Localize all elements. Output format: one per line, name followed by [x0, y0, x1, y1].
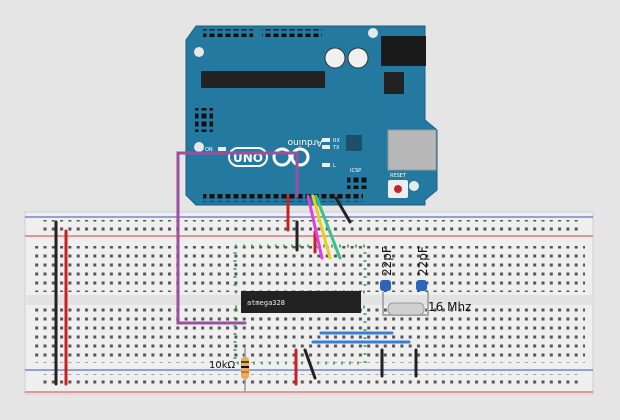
icsp-header-small	[195, 108, 213, 132]
wire-magenta[interactable]	[306, 194, 324, 260]
chip-label: atmega328	[247, 299, 285, 307]
arduino-uno-board: RX TX L ON UNO Arduino ICSP RESET	[185, 25, 438, 206]
wire-yellow[interactable]	[311, 194, 332, 260]
wire-black-chip-gnd[interactable]	[303, 348, 317, 380]
icsp-header	[347, 175, 367, 189]
bottom-rail-holes	[40, 374, 580, 388]
wires	[54, 151, 418, 386]
power-header	[262, 29, 322, 37]
tx-label: TX	[332, 145, 340, 151]
cap1-label: 22pF	[380, 246, 394, 276]
wire-green[interactable]	[314, 194, 342, 260]
crystal[interactable]: 16 Mhz	[382, 292, 471, 316]
atmega328-chip[interactable]: atmega328	[241, 291, 361, 313]
atmega-chip-socket	[201, 71, 325, 88]
led-rx	[322, 138, 330, 142]
arduino-brand: Arduino	[287, 137, 322, 147]
crystal-label: 16 Mhz	[428, 300, 471, 314]
wire-black-gnd[interactable]	[334, 196, 352, 224]
resistor-10k[interactable]: 10kΩ	[209, 348, 249, 392]
capacitor-right	[347, 47, 369, 69]
usb-chip	[346, 135, 362, 151]
l-label: L	[333, 163, 336, 169]
resistor-label: 10kΩ	[209, 360, 236, 371]
capacitor-left	[324, 47, 346, 69]
reset-button-cap[interactable]	[394, 185, 402, 193]
icsp-label: ICSP	[350, 168, 361, 174]
usb-port	[387, 129, 437, 171]
on-label: ON	[205, 147, 213, 153]
led-on	[218, 147, 226, 151]
reset-label: RESET	[390, 173, 407, 179]
rx-label: RX	[333, 138, 340, 144]
capacitor-1[interactable]: 22pF	[380, 246, 394, 291]
power-jack	[381, 36, 426, 66]
top-rail-holes	[40, 220, 580, 234]
infinity-logo-right	[290, 147, 310, 167]
cap2-label: 22pF	[416, 246, 430, 276]
uno-logo-frame	[228, 147, 268, 167]
top-terminal-holes	[35, 246, 585, 292]
infinity-logo-left	[272, 147, 292, 167]
bottom-terminal-holes	[35, 307, 585, 363]
wire-purple-reset[interactable]	[176, 151, 299, 325]
led-l	[322, 163, 330, 167]
led-tx	[322, 145, 330, 149]
voltage-regulator	[384, 72, 404, 94]
analog-header	[203, 29, 253, 37]
capacitor-2[interactable]: 22pF	[416, 246, 430, 291]
digital-header	[203, 194, 363, 202]
